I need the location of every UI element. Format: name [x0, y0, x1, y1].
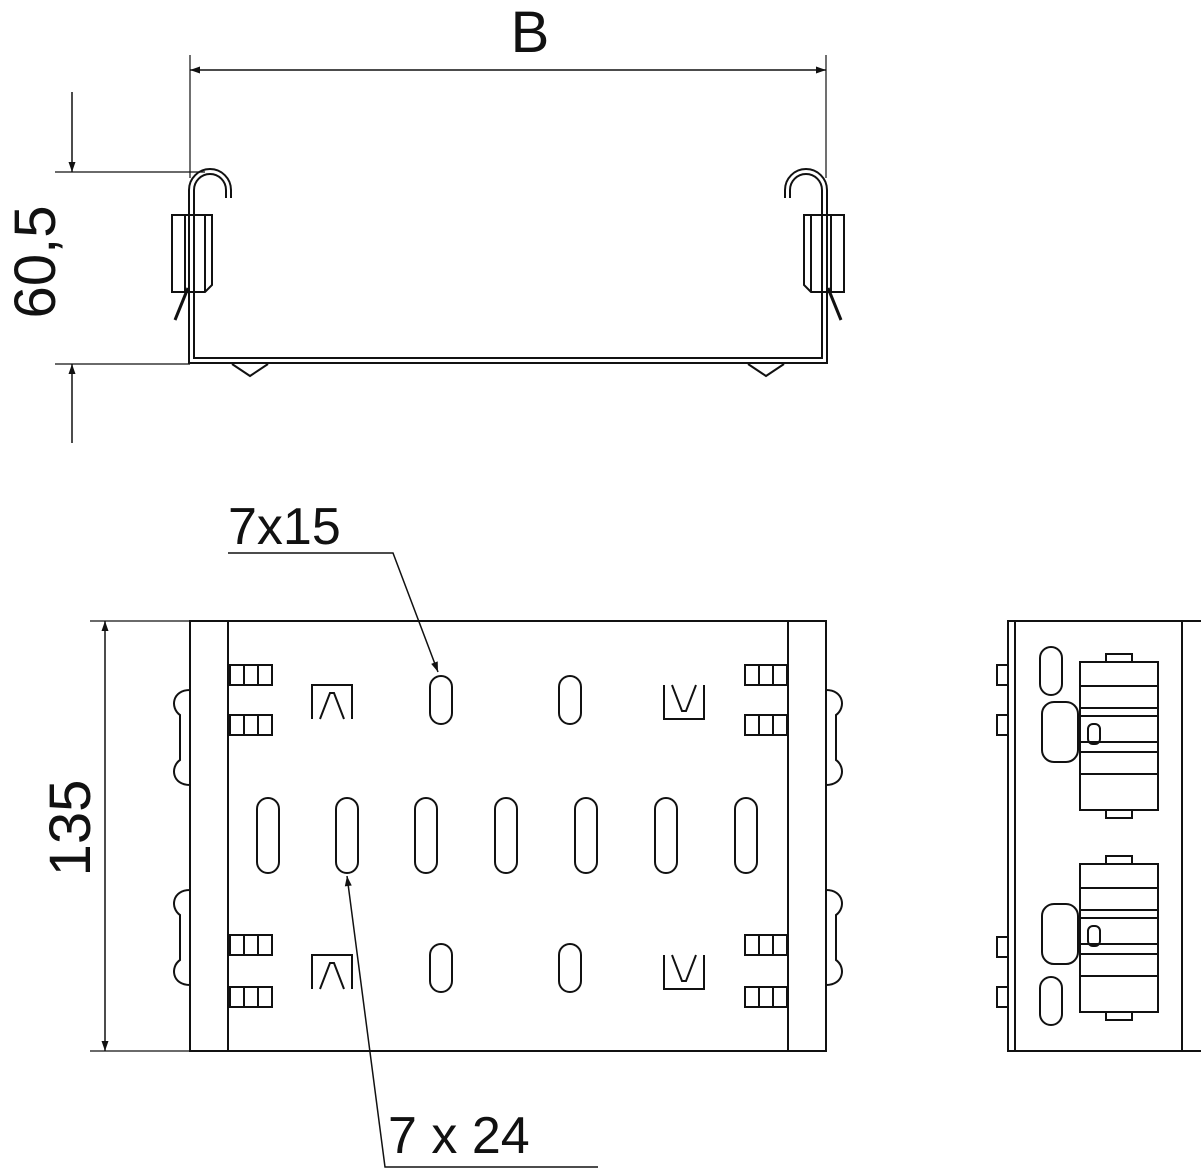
- width-dimension: B: [189, 0, 827, 178]
- small-slot: [558, 943, 582, 993]
- tab-pair: [744, 934, 788, 956]
- height-label: 60,5: [3, 206, 68, 319]
- side-clip-right: [825, 889, 843, 986]
- front-view: B 60,5: [3, 0, 845, 443]
- small-slot-label: 7x15: [228, 498, 341, 556]
- tray-profile: [188, 168, 828, 378]
- connector-lug: [1105, 809, 1133, 819]
- long-slot: [414, 797, 438, 874]
- long-slot: [574, 797, 598, 874]
- side-clip-left: [173, 689, 191, 786]
- u-tab: [311, 954, 353, 990]
- connector-lug: [1105, 653, 1133, 663]
- length-label: 135: [38, 780, 103, 877]
- side-slot: [1039, 976, 1063, 1026]
- right-clip: [803, 214, 845, 321]
- connector-latch: [1041, 903, 1079, 965]
- long-slot-label: 7 x 24: [388, 1107, 530, 1165]
- side-tab: [996, 714, 1009, 736]
- tray-outline: [189, 620, 827, 1052]
- u-tab: [663, 954, 705, 990]
- long-slot: [256, 797, 280, 874]
- connector-lug: [1105, 855, 1133, 865]
- long-slot: [734, 797, 758, 874]
- u-tab: [663, 684, 705, 720]
- side-clip-right: [825, 689, 843, 786]
- long-slot: [654, 797, 678, 874]
- connector-latch: [1041, 701, 1079, 763]
- side-view: [996, 620, 1201, 1052]
- long-slot-leader: 7 x 24: [344, 875, 598, 1168]
- plan-features: [173, 664, 843, 1008]
- side-tab: [996, 986, 1009, 1008]
- connector-lug: [1105, 1011, 1133, 1021]
- tab-pair: [229, 986, 273, 1008]
- small-slot: [429, 943, 453, 993]
- u-tab: [311, 684, 353, 720]
- connector-detail: [1087, 723, 1101, 745]
- side-clip-left: [173, 889, 191, 986]
- length-dimension: 135: [38, 620, 190, 1052]
- tab-pair: [744, 664, 788, 686]
- side-slot: [1039, 646, 1063, 696]
- side-tab: [996, 664, 1009, 686]
- left-clip: [171, 214, 213, 321]
- tab-pair: [229, 934, 273, 956]
- tab-pair: [229, 714, 273, 736]
- tab-pair: [229, 664, 273, 686]
- small-slot-leader: 7x15: [228, 498, 439, 673]
- side-tab: [996, 936, 1009, 958]
- plan-view: 135 7x15 7 x 24: [38, 498, 843, 1168]
- tab-pair: [744, 986, 788, 1008]
- long-slot: [335, 797, 359, 874]
- height-dimension: 60,5: [3, 92, 205, 443]
- small-slot: [429, 675, 453, 725]
- tab-pair: [744, 714, 788, 736]
- connector-detail: [1087, 925, 1101, 947]
- long-slot: [494, 797, 518, 874]
- connector-body: [1079, 661, 1159, 811]
- connector-body: [1079, 863, 1159, 1013]
- width-label: B: [511, 0, 550, 65]
- small-slot: [558, 675, 582, 725]
